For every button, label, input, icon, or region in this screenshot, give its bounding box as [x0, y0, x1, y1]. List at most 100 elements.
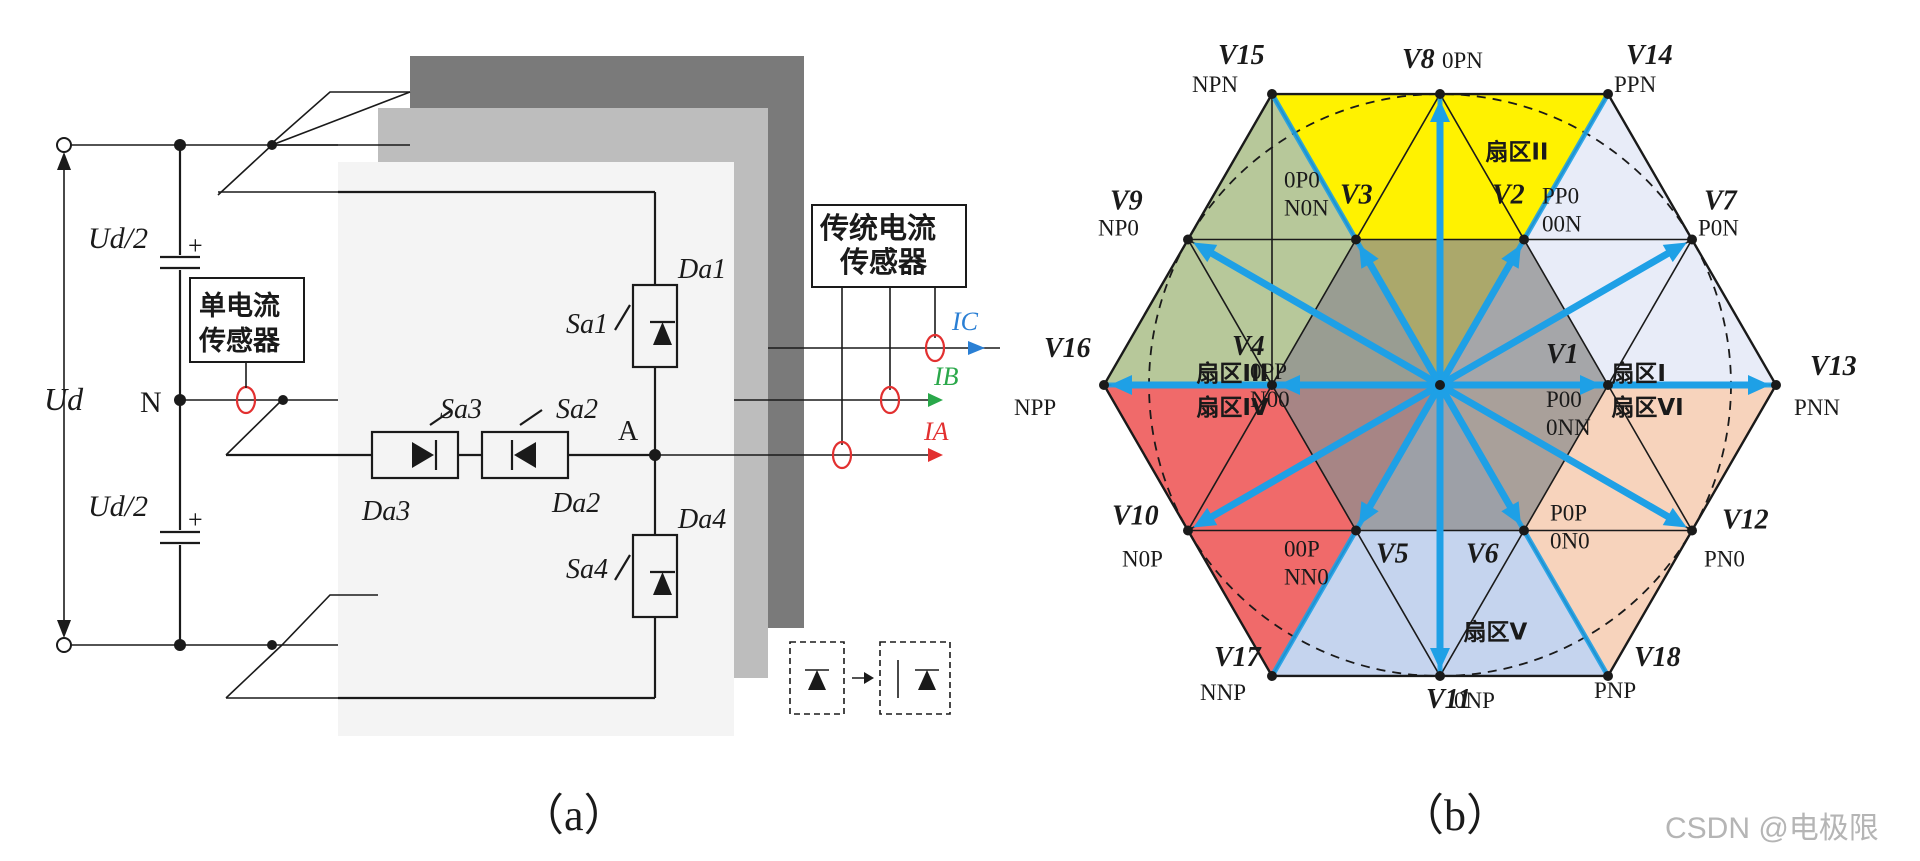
- equiv-diode-1-icon: [808, 670, 826, 690]
- vector-v12: [1438, 381, 1677, 524]
- node-v1: [1603, 380, 1613, 390]
- hex-edge: [1102, 238, 1190, 386]
- node-v13: [1771, 380, 1781, 390]
- node-v17: [1267, 670, 1277, 681]
- state-label-v10: N0P: [1122, 546, 1163, 571]
- vector-label-v11: V11: [1426, 684, 1471, 715]
- bus-connector-mid-1: [225, 399, 283, 456]
- state-label-v5: NN0: [1284, 564, 1329, 589]
- label-ic: IC: [951, 307, 979, 336]
- sa2-switch-icon: [480, 430, 570, 480]
- vector-label-v18: V18: [1634, 642, 1681, 673]
- vector-label-v15: V15: [1218, 40, 1265, 71]
- vector-label-v12: V12: [1722, 504, 1769, 535]
- ib-arrow-icon: [928, 393, 943, 407]
- ia-arrow-icon: [928, 448, 943, 462]
- sa1-igbt-icon: [631, 283, 679, 369]
- node-top: [174, 139, 186, 151]
- equiv-device-2-icon: [879, 641, 951, 715]
- state-label-v6: 0N0: [1550, 528, 1590, 553]
- state-label-v11: 0NP: [1454, 688, 1495, 713]
- vector-label-v17: V17: [1214, 642, 1262, 673]
- state-label-v2: PP0: [1542, 184, 1579, 209]
- state-label-v9: NP0: [1098, 216, 1139, 241]
- state-label-v3: N0N: [1284, 196, 1329, 221]
- hex-grid-line: [1607, 384, 1693, 531]
- node-v9: [1183, 234, 1193, 245]
- sector-label-s2: 扇区II: [1485, 138, 1548, 165]
- node-v4: [1267, 380, 1277, 390]
- sa4-gate: [614, 554, 631, 581]
- state-label-v18: PNP: [1594, 678, 1636, 703]
- label-single-sensor-line2: 传感器: [198, 325, 281, 357]
- bus-connector-bot-3: [281, 594, 378, 646]
- vector-label-v4: V4: [1232, 331, 1265, 362]
- state-label-v8: 0PN: [1442, 48, 1483, 73]
- ic-arrow-icon: [968, 341, 985, 355]
- vector-label-v14: V14: [1626, 40, 1673, 71]
- vector-v9: [1203, 246, 1442, 389]
- vector-label-v16: V16: [1044, 333, 1091, 364]
- node-v3: [1351, 234, 1361, 245]
- sector-label-s5: 扇区V: [1464, 619, 1528, 646]
- trad-sensor-ring-b: [879, 385, 901, 415]
- vector-label-v1: V1: [1546, 339, 1579, 370]
- csdn-watermark: CSDN @电极限: [1665, 812, 1879, 845]
- label-plus-top: +: [188, 231, 203, 260]
- hex-grid-line: [1607, 93, 1693, 240]
- node-v14: [1603, 89, 1613, 100]
- sector-label-s6: 扇区VI: [1611, 394, 1683, 421]
- hexagon-nodes: [1099, 89, 1781, 681]
- state-label-v16: NPP: [1014, 395, 1056, 420]
- label-sa2: Sa2: [556, 394, 598, 425]
- sector-label-s3: 扇区III: [1196, 360, 1268, 387]
- vector-label-v7: V7: [1704, 186, 1738, 217]
- vector-v7-head-icon: [1662, 242, 1687, 263]
- vector-label-v9: V9: [1110, 186, 1143, 217]
- node-v15: [1267, 89, 1277, 100]
- node-bottom: [174, 639, 186, 651]
- hex-grid-line: [1355, 530, 1441, 677]
- trad-sensor-ring-a: [831, 440, 853, 470]
- da4-diode-icon: [653, 572, 672, 595]
- node-v12: [1687, 525, 1697, 536]
- sa1-gate: [614, 304, 631, 331]
- label-da1: Da1: [677, 254, 726, 285]
- circuit-diagram: Ud/2 + Ud N Ud/2 + A Da1 Sa1 Sa3 Sa2 Da3…: [44, 56, 1000, 840]
- da3-diode-icon: [412, 442, 434, 468]
- hex-edge: [1690, 238, 1778, 386]
- sector-label-s4: 扇区IV: [1196, 394, 1269, 421]
- node-v16: [1099, 380, 1109, 390]
- vector-v10: [1203, 381, 1442, 524]
- state-label-v6: P0P: [1550, 500, 1587, 525]
- hex-grid-line: [1187, 93, 1273, 240]
- vector-v9-head-icon: [1193, 242, 1218, 263]
- node-v2: [1519, 234, 1529, 245]
- da1-diode-icon: [653, 322, 672, 345]
- node-v11: [1435, 670, 1445, 681]
- state-label-v17: NNP: [1200, 680, 1246, 705]
- equiv-diode-2-icon: [918, 670, 936, 690]
- da2-diode-icon: [514, 442, 536, 468]
- sa4-igbt-icon: [631, 533, 679, 619]
- state-label-v4: N00: [1250, 387, 1290, 412]
- equiv-arrow-icon: [864, 672, 874, 684]
- vector-label-v8: V8: [1402, 44, 1435, 75]
- label-ud: Ud: [44, 381, 84, 417]
- vector-v7: [1438, 246, 1677, 389]
- traditional-sensor-box: [811, 204, 967, 288]
- state-label-v1: 0NN: [1546, 415, 1591, 440]
- hex-grid-line: [1187, 384, 1273, 531]
- caption-b: （b）: [1400, 791, 1510, 840]
- node-v18: [1603, 670, 1613, 681]
- hex-grid-line: [1439, 530, 1525, 677]
- label-n-node: N: [140, 386, 162, 419]
- bus-connector-top-4: [269, 91, 410, 146]
- state-label-v13: PNN: [1794, 395, 1840, 420]
- vector-v12-head-icon: [1662, 507, 1687, 528]
- label-sa3: Sa3: [440, 394, 482, 425]
